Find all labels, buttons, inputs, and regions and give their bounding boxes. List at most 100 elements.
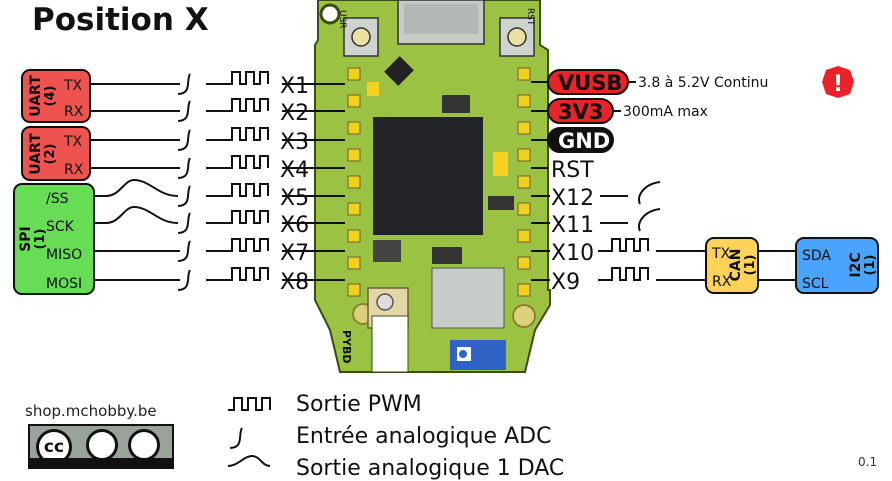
interface-name-text: CAN: [728, 249, 744, 282]
interface-num-text: (1): [863, 255, 878, 276]
pwm-wave: [226, 127, 269, 141]
line-gap: [106, 211, 282, 231]
signal-label-sda: SDA: [802, 248, 831, 264]
pin-label-x5: X5: [280, 186, 309, 211]
pin-label-x7: X7: [280, 241, 309, 266]
adc-curve: [177, 240, 191, 262]
adc-curve: [177, 157, 191, 179]
adc-curve: [177, 100, 191, 122]
pin-label-x11: X11: [551, 213, 594, 238]
pad: [347, 175, 361, 189]
adc-curve: [177, 185, 191, 207]
adc-curve: [177, 129, 191, 151]
pad: [517, 256, 531, 270]
pin-label-x8: X8: [280, 270, 309, 295]
adc-curve: [177, 269, 191, 291]
right-pin-header: [517, 67, 531, 297]
adc-curve: [177, 212, 191, 234]
power-pill-gnd: [547, 127, 614, 153]
signal-label-tx: TX: [711, 246, 731, 262]
signal-label-rx: RX: [712, 274, 732, 290]
cc-license-badge: cc: [28, 424, 174, 469]
signal-label-tx: TX: [63, 78, 83, 94]
pad: [517, 121, 531, 135]
page-title: Position X: [32, 2, 209, 38]
warning-icon-glyph: !: [833, 72, 843, 97]
dac-curve: [105, 178, 179, 197]
line-gap: [180, 74, 206, 94]
pwm-wave: [228, 397, 271, 411]
pwm-wave: [226, 183, 269, 197]
line-gap: [106, 184, 282, 204]
license-bar: [30, 458, 172, 467]
pad: [517, 202, 531, 216]
adc-curve: [229, 427, 243, 449]
pad: [347, 256, 361, 270]
power-label-gnd: GND: [558, 129, 610, 153]
pad: [347, 148, 361, 162]
interface-num-text: (2): [43, 144, 58, 165]
line-gap: [180, 101, 206, 121]
pin-label-x9: X9: [551, 270, 580, 295]
pwm-wave: [226, 267, 269, 281]
pad: [517, 283, 531, 297]
pwm-wave: [226, 238, 269, 252]
interface-name-text: SPI: [18, 226, 34, 252]
interface-num-text: (1): [743, 255, 758, 276]
pwm-wave: [226, 155, 269, 169]
warning-icon: [822, 66, 854, 98]
pwm-wave: [226, 71, 269, 85]
pad: [347, 229, 361, 243]
interface-name: UART(2): [28, 133, 58, 175]
pad: [517, 229, 531, 243]
pad: [347, 67, 361, 81]
pin-label-x1: X1: [280, 74, 309, 99]
shop-url: shop.mchobby.be: [25, 402, 157, 420]
interface-name: SPI(1): [18, 226, 48, 252]
pin-label-x4: X4: [280, 158, 309, 183]
pinout-diagram: USR RST PYBD X1X2X3X4X5X6X7X8X12X11X10X9…: [13, 0, 879, 467]
silk-rst: RST: [525, 8, 535, 26]
signal-label-sck: SCK: [46, 219, 75, 235]
pin-lines: [88, 70, 796, 291]
legend-adc-label: Entrée analogique ADC: [296, 424, 552, 449]
legend-pwm-label: Sortie PWM: [296, 392, 422, 417]
signal-label-ss: /SS: [46, 191, 69, 207]
interface-num-text: (1): [33, 229, 48, 250]
interface-box-spi: [13, 183, 95, 295]
interface-name-text: I2C: [848, 252, 864, 277]
pwm-wave: [226, 98, 269, 112]
version-label: 0.1: [858, 455, 878, 469]
dac-curve: [105, 205, 179, 224]
interface-name: CAN(1): [728, 249, 758, 282]
pin-label-x6: X6: [280, 213, 309, 238]
adc-curve: [177, 73, 191, 95]
signal-label-rx: RX: [64, 162, 84, 178]
left-pin-header: [347, 67, 361, 297]
interface-boxes: TXRXUART(4)TXRXUART(2)/SSSCKMISOMOSISPI(…: [13, 69, 879, 295]
line-gap: [180, 241, 206, 261]
line-gap: [180, 270, 206, 290]
pad: [517, 67, 531, 81]
pad: [347, 94, 361, 108]
interface-box-can: [705, 237, 759, 294]
interface-name-text: UART: [28, 133, 44, 175]
pwm-wave: [226, 210, 269, 224]
pwm-wave: [606, 267, 649, 281]
signal-label-tx: TX: [63, 134, 83, 150]
silk-usr: USR: [337, 10, 347, 29]
dac-icon: [227, 454, 271, 467]
interface-name: UART(4): [28, 75, 58, 117]
share-alike-icon: [128, 429, 160, 461]
line-gap: [180, 158, 206, 178]
signal-label-miso: MISO: [46, 247, 82, 263]
interface-name: I2C(1): [848, 252, 878, 277]
legend-icons: [227, 397, 271, 467]
attribution-icon: [86, 429, 118, 461]
power-label-vusb: VUSB: [558, 71, 622, 95]
line-gap: [180, 130, 206, 150]
power-note: 3.8 à 5.2V Continu: [638, 75, 768, 91]
interface-box-uart: [21, 69, 91, 123]
interface-num-text: (4): [43, 86, 58, 107]
